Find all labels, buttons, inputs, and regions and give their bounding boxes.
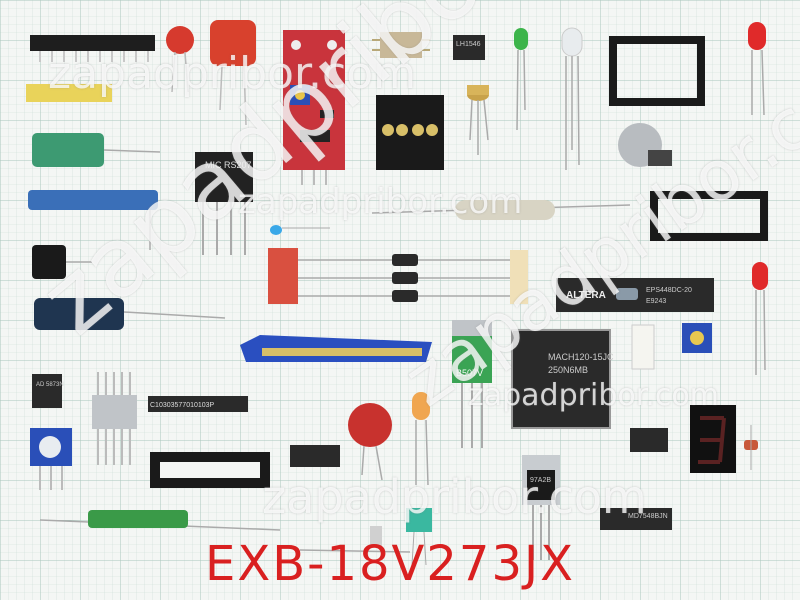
ceramic-capacitor-red — [166, 26, 194, 93]
watermark-top: zapadpribor.com — [48, 48, 416, 99]
led-green — [514, 28, 528, 131]
resistor-array-label: C10303577010103P — [150, 402, 215, 409]
altera-brand-label: ALTERA — [566, 290, 606, 301]
to18-transistor — [467, 85, 489, 155]
wirewound-resistor-blue — [28, 190, 158, 250]
ic-socket-middle — [650, 191, 768, 241]
small-ic-gray — [630, 428, 668, 452]
soic-chip — [290, 445, 340, 467]
ic-socket-top — [609, 36, 705, 106]
small-chip-white — [631, 324, 655, 370]
to220-green-label: B507V — [456, 368, 483, 378]
resistor-network-yellow — [26, 84, 112, 102]
crystal-oscillator-gold — [372, 32, 430, 58]
bridge-rectifier: MIC RS207 — [195, 152, 253, 255]
sip-header — [30, 35, 155, 62]
sensor-module-red — [283, 30, 345, 185]
watermark-middle: zapadpribor.com — [238, 182, 523, 222]
trimmer-potentiometer-blue-left — [30, 428, 72, 490]
ic-socket-gold-pins — [376, 95, 444, 170]
small-dip-ic-left: AD 5873N — [32, 374, 64, 408]
small-dip-left-label: AD 5873N — [36, 382, 64, 388]
led-orange — [412, 392, 430, 486]
electrolytic-capacitor-navy — [34, 298, 226, 330]
led-red-right — [752, 262, 768, 375]
trimmer-silver-round — [618, 123, 672, 167]
to220-green: B507V — [452, 320, 492, 448]
altera-lot-label: E9243 — [646, 298, 666, 305]
part-number-caption: EXB-18V273JX — [205, 536, 576, 592]
trimmer-potentiometer-blue-right — [682, 323, 712, 353]
diode-small-red — [744, 425, 758, 470]
seven-segment-display — [690, 405, 736, 473]
plcc-line1: MACH120-15JC — [548, 352, 614, 362]
dip-ic-top-label: LH1546 — [456, 41, 481, 48]
watermark-bottom: zapadpribor.com — [262, 470, 647, 524]
axial-component-bottom — [299, 526, 411, 553]
dip-socket-bottom — [150, 452, 270, 488]
capacitor-teal-small — [406, 508, 432, 566]
varistor-red-square — [210, 20, 256, 126]
plcc-line2: 250N6MB — [548, 365, 588, 375]
resistor-strip-red-beige — [268, 248, 528, 304]
resistor-array-sip: C10303577010103P — [148, 396, 248, 412]
plcc-chip-mach: MACH120-15JC 250N6MB — [511, 329, 614, 429]
led-clear — [561, 27, 583, 170]
small-dip-ic-top: LH1546 — [453, 35, 485, 60]
led-red-top — [748, 22, 766, 116]
altera-part-label: EPS448DC-20 — [646, 287, 692, 294]
to220-silver: 97A2B — [522, 455, 560, 560]
glass-diode-horizontal — [371, 200, 631, 220]
watermark-right: zapadpribor.com — [468, 378, 719, 413]
led-blue-small — [270, 225, 330, 235]
inductor-black — [32, 245, 92, 279]
dip-ic-bottom-label: MD7548BJN — [628, 513, 668, 520]
to220-silver-label: 97A2B — [530, 477, 551, 484]
bridge-rectifier-label: MIC RS207 — [205, 160, 252, 170]
altera-eprom-chip: ALTERA EPS448DC-20 E9243 — [556, 278, 714, 312]
wirewound-resistor-green — [39, 510, 281, 531]
hybrid-module-silver — [92, 372, 137, 465]
varistor-disc-red — [348, 403, 392, 481]
edge-connector-blue — [240, 335, 432, 362]
electrolytic-capacitor-green — [32, 133, 161, 167]
dip-ic-bottom: MD7548BJN — [600, 508, 672, 530]
